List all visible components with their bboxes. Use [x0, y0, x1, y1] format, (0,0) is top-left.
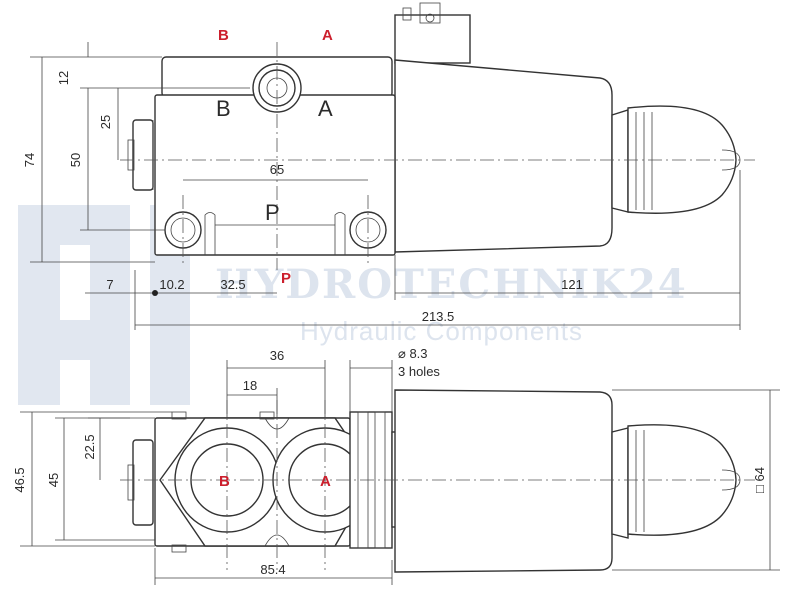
top-view: B A P B A P 12 25 50 74 [22, 2, 755, 330]
dim-25: 25 [98, 115, 113, 129]
hole-diameter: ⌀ 8.3 [398, 346, 428, 361]
port-marker-A-front: A [320, 473, 331, 490]
port-label-A: A [318, 96, 333, 121]
port-marker-B-front: B [219, 473, 230, 490]
port-marker-P: P [281, 270, 291, 287]
dim-12: 12 [56, 71, 71, 85]
dimension-lines-bottom [20, 360, 780, 585]
dim-square-64: □ 64 [752, 467, 767, 493]
dim-213-5: 213.5 [422, 309, 455, 324]
dim-74: 74 [22, 153, 37, 167]
watermark-tagline: Hydraulic Components [300, 316, 583, 346]
port-label-B: B [216, 96, 231, 121]
bottom-view: 2 B A [12, 346, 780, 585]
solenoid-coil-top [394, 59, 741, 253]
dim-10-2: 10.2 [159, 277, 184, 292]
dim-85-4: 85.4 [260, 562, 285, 577]
solenoid-coil-front [394, 389, 741, 573]
port-marker-A: A [322, 27, 333, 44]
hole-count: 3 holes [398, 364, 440, 379]
dim-7: 7 [106, 277, 113, 292]
dim-65: 65 [270, 162, 284, 177]
solenoid-connector-top [394, 2, 471, 64]
port-top-center [252, 63, 302, 113]
valve-body-front [127, 411, 378, 553]
dim-121: 121 [561, 277, 583, 292]
dim-22-5: 22.5 [82, 434, 97, 459]
dim-36: 36 [270, 348, 284, 363]
dim-18: 18 [243, 378, 257, 393]
watermark-logo [18, 205, 190, 405]
port-label-P: P [265, 200, 280, 225]
port-marker-B: B [218, 27, 229, 44]
dim-50: 50 [68, 153, 83, 167]
dimension-lines-top [30, 42, 741, 330]
dim-46-5: 46.5 [12, 467, 27, 492]
dim-32-5: 32.5 [220, 277, 245, 292]
watermark-brand: HYDROTECHNIK24 [215, 261, 688, 308]
watermark: HYDROTECHNIK24 Hydraulic Components [18, 205, 688, 405]
dim-45: 45 [46, 473, 61, 487]
